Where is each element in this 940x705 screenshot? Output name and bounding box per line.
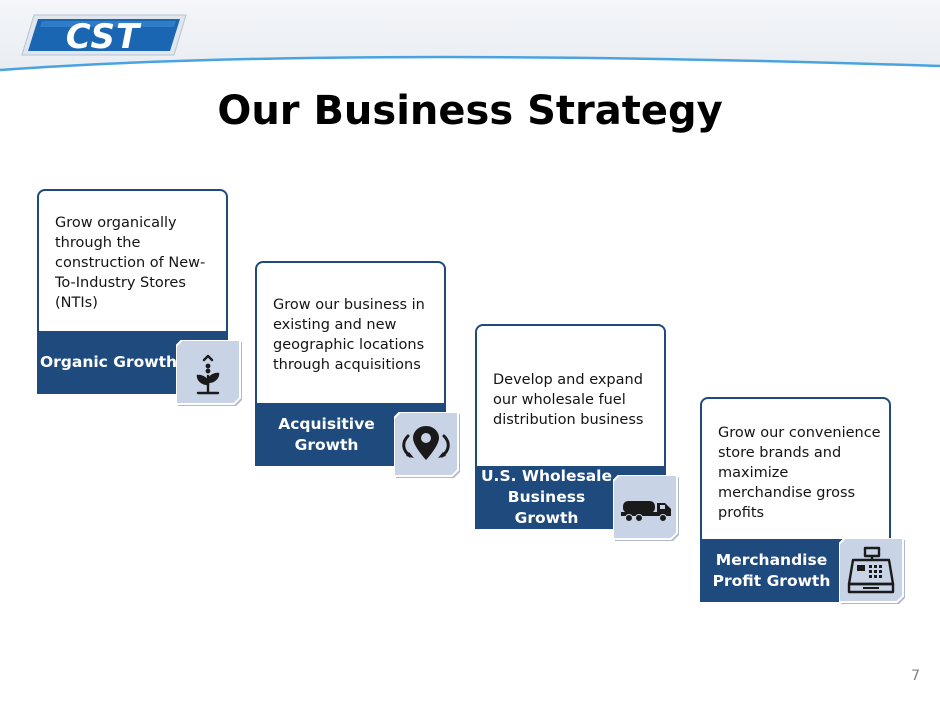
sprout-icon [176,340,244,408]
fuel-truck-icon [613,475,681,543]
strategy-description: Grow organically through the constructio… [55,215,206,311]
slide-number: 7 [911,668,920,684]
strategy-description: Develop and expand our wholesale fuel di… [493,372,644,428]
svg-text:CST: CST [66,17,142,57]
strategy-description: Grow our convenience store brands and ma… [718,425,881,521]
location-pin-arrows-icon [394,412,462,480]
header-swoosh [0,55,940,82]
strategy-description: Grow our business in existing and new ge… [273,297,425,373]
cash-register-icon [839,538,907,606]
page-title: Our Business Strategy [217,88,723,134]
cst-logo: CST [21,14,187,57]
